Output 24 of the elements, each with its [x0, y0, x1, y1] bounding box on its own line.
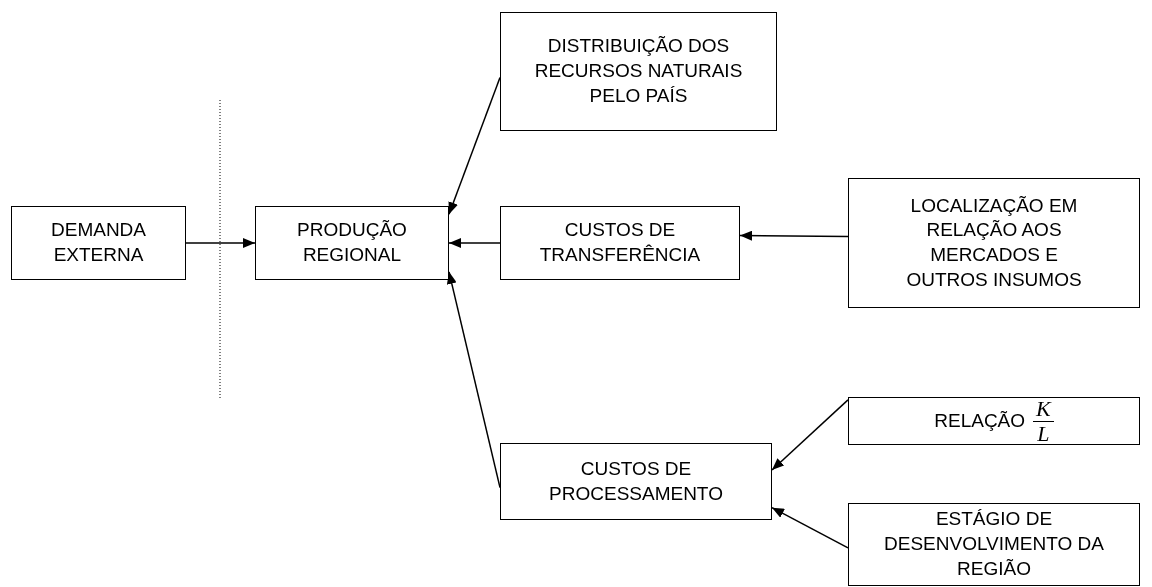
node-text: DISTRIBUIÇÃO DOS RECURSOS NATURAIS PELO PAÍS [533, 34, 744, 108]
arrow [446, 271, 501, 489]
node-text: RELAÇÃO [934, 408, 1026, 433]
process-box [848, 178, 1140, 308]
arrow [771, 506, 849, 549]
process-box [11, 206, 186, 280]
arrow [185, 238, 256, 248]
process-box [848, 397, 1140, 445]
arrow [448, 238, 501, 248]
fraction: K L [1033, 397, 1054, 445]
arrow [771, 399, 849, 471]
node-text: DEMANDA EXTERNA [50, 218, 147, 267]
process-box [500, 206, 740, 280]
node-text: CUSTOS DE TRANSFERÊNCIA [538, 218, 702, 267]
node-text: PRODUÇÃO REGIONAL [296, 218, 408, 267]
node-text: CUSTOS DE PROCESSAMENTO [548, 456, 724, 506]
process-box [848, 503, 1140, 586]
arrow [739, 230, 849, 241]
process-box [500, 443, 772, 520]
process-box [255, 206, 449, 280]
node-text: LOCALIZAÇÃO EM RELAÇÃO AOS MERCADOS E OUTROS INSUMOS [905, 193, 1083, 292]
arrow [448, 76, 501, 215]
process-box [500, 12, 777, 131]
node-text: ESTÁGIO DE DESENVOLVIMENTO DA REGIÃO [883, 507, 1105, 581]
